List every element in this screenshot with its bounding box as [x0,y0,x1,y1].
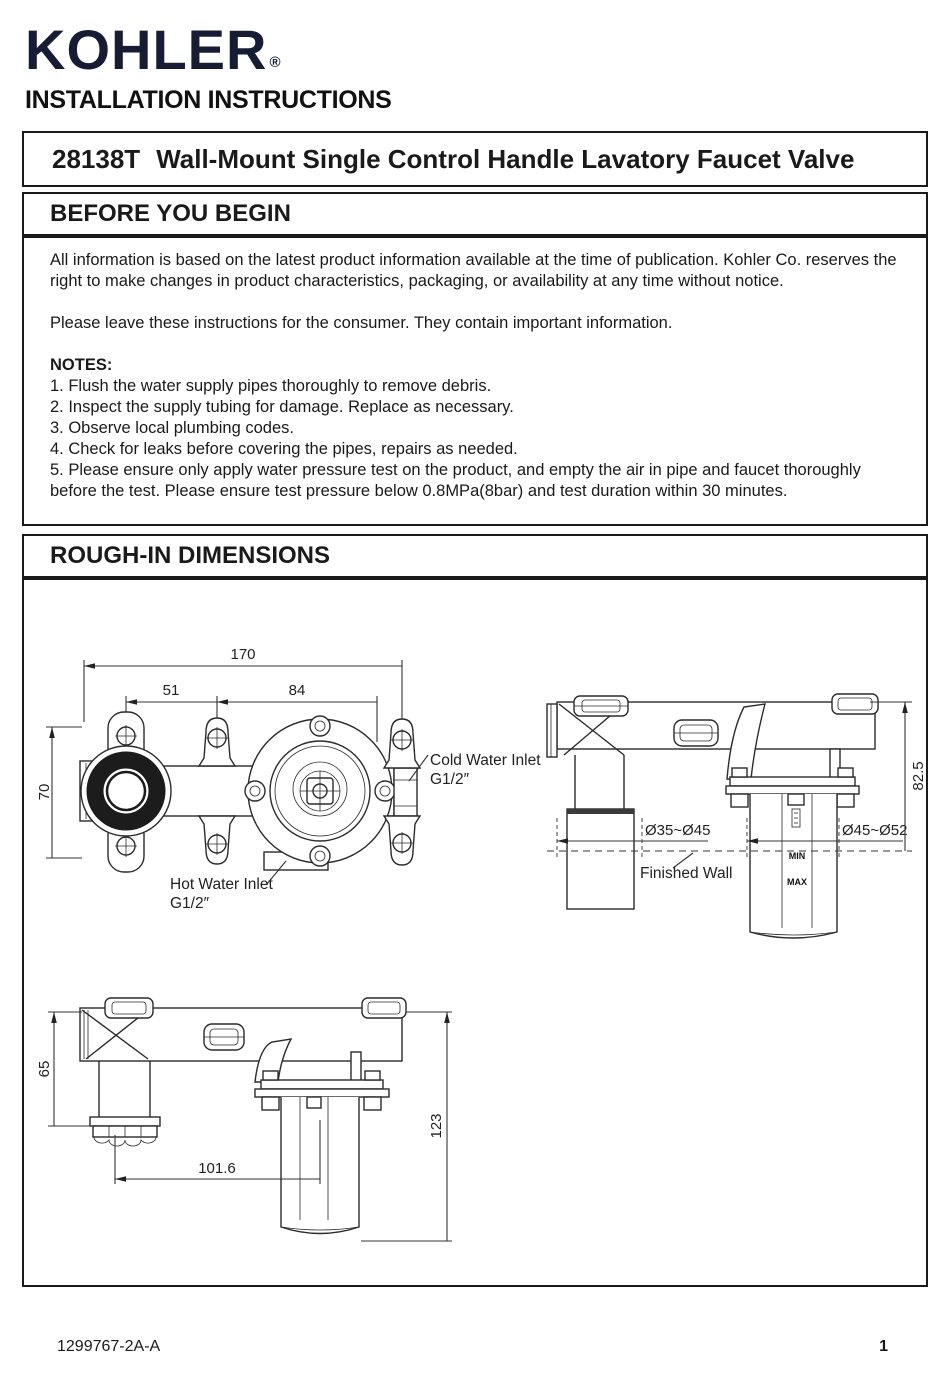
side-view-bottom-drawing: 65 101.6 123 [36,997,452,1242]
registered-mark: ® [269,54,282,71]
rough-in-diagram: 170 51 84 70 [36,646,926,1242]
product-name: Wall-Mount Single Control Handle Lavator… [156,143,855,174]
max-depth-label: MAX [787,877,807,887]
dim-84-label: 84 [289,682,306,699]
hot-water-inlet-label: Hot Water Inlet [170,876,273,893]
dim-170-label: 170 [230,646,255,663]
dim-hole-left-label: Ø35~Ø45 [645,822,710,839]
product-model-number: 28138T [52,143,141,174]
finished-wall-label: Finished Wall [640,865,732,882]
rough-in-drawings-box: 170 51 84 70 [22,578,928,1287]
section-heading-rough-in-dimensions: ROUGH-IN DIMENSIONS [22,534,928,578]
cold-water-inlet-label: Cold Water Inlet [430,752,541,769]
footer-page-number: 1 [879,1338,888,1355]
notes-heading: NOTES: [50,356,113,374]
valve-cartridge-front [244,715,396,867]
hot-water-inlet-size-label: G1/2″ [170,895,210,912]
doc-type-heading: INSTALLATION INSTRUCTIONS [25,86,392,114]
kohler-logo: KOHLER® [25,22,282,78]
note-item-1: 1. Flush the water supply pipes thorough… [50,377,492,395]
footer-doc-number: 1299767-2A-A [57,1338,161,1355]
dim-70-label: 70 [36,784,53,801]
note-item-5: 5. Please ensure only apply water pressu… [50,461,861,500]
dim-hole-right-label: Ø45~Ø52 [842,822,907,839]
min-depth-label: MIN [789,851,806,861]
cold-water-inlet-size-label: G1/2″ [430,771,470,788]
front-view-drawing: 170 51 84 70 [36,646,541,912]
dim-depth-label: 82.5 [910,761,926,790]
note-item-4: 4. Check for leaks before covering the p… [50,440,518,458]
paragraph-publication-notice: All information is based on the latest p… [50,251,897,290]
note-item-3: 3. Observe local plumbing codes. [50,419,294,437]
section-heading-before-you-begin: BEFORE YOU BEGIN [22,192,928,236]
dim-total-height-label: 123 [428,1113,445,1138]
brand-text: KOHLER [25,18,268,81]
valve-body-side-top [546,693,879,939]
product-title-box: 28138T Wall-Mount Single Control Handle … [22,131,928,187]
valve-body-side-bottom [79,997,407,1235]
dim-51-label: 51 [163,682,180,699]
note-item-2: 2. Inspect the supply tubing for damage.… [50,398,514,416]
paragraph-consumer-notice: Please leave these instructions for the … [50,314,673,332]
hot-inlet-ring [80,745,172,837]
dim-left-height-label: 65 [36,1061,53,1078]
side-view-top-drawing: MIN MAX Ø35~Ø45 Ø45~Ø52 82.5 Finished Wa… [546,693,926,939]
valve-body-front [79,711,422,873]
dim-spacing-label: 101.6 [198,1160,236,1177]
before-you-begin-content: All information is based on the latest p… [22,236,928,526]
